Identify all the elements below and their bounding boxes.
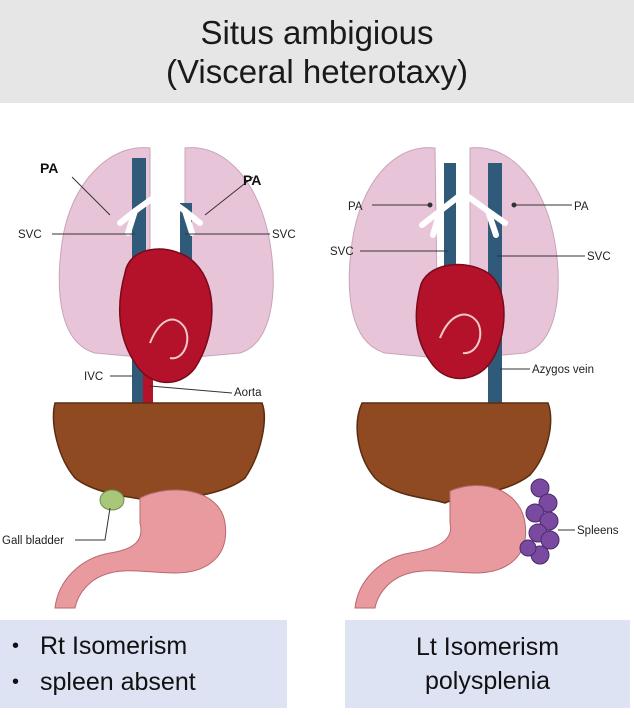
list-item-text: spleen absent xyxy=(40,667,196,696)
left-ivc-label: IVC xyxy=(84,371,103,383)
caption-line: polysplenia xyxy=(424,667,551,695)
bullet-icon: • xyxy=(12,634,20,657)
list-item-text: Rt Isomerism xyxy=(40,631,188,660)
title-line-1: Situs ambigious xyxy=(200,13,434,51)
left-aorta-label: Aorta xyxy=(234,387,262,399)
right-figure-stomach xyxy=(354,485,527,609)
list-item: • spleen absent xyxy=(12,664,287,700)
left-figure: PA PA SVC SVC IVC Aorta Gall bladder xyxy=(2,140,296,609)
right-figure-heart-septum xyxy=(439,313,482,355)
left-svc-left-label: SVC xyxy=(18,229,42,241)
left-pa-left-label: PA xyxy=(40,160,58,176)
left-figure-heart xyxy=(118,248,213,384)
left-gall-bladder-label: Gall bladder xyxy=(2,535,64,547)
right-pa-left-label: PA xyxy=(348,201,363,213)
right-svc-left-label: SVC xyxy=(330,246,354,258)
left-pa-right-label: PA xyxy=(243,172,261,188)
right-figure-spleens xyxy=(519,478,560,565)
lt-isomerism-caption: Lt Isomerism polysplenia xyxy=(345,620,630,708)
right-azygos-label: Azygos vein xyxy=(532,364,594,376)
rt-isomerism-caption: • Rt Isomerism • spleen absent xyxy=(0,620,287,708)
right-figure-heart xyxy=(415,263,505,380)
list-item: • Rt Isomerism xyxy=(12,628,287,664)
left-figure-liver xyxy=(52,402,265,504)
right-figure-airway xyxy=(419,140,508,238)
right-figure-right-lung xyxy=(348,147,439,359)
anatomy-diagram: PA PA SVC SVC IVC Aorta Gall bladder xyxy=(2,140,619,609)
caption-line: Lt Isomerism xyxy=(415,633,560,661)
rt-isomerism-list: • Rt Isomerism • spleen absent xyxy=(0,620,287,700)
right-pa-right-label: PA xyxy=(574,201,589,213)
left-figure-stomach xyxy=(54,489,227,609)
left-svc-right-label: SVC xyxy=(272,229,296,241)
right-figure: PA PA SVC SVC Azygos vein Spleens xyxy=(330,140,619,609)
title-line-2: (Visceral heterotaxy) xyxy=(165,52,468,90)
title-bar: Situs ambigious (Visceral heterotaxy) xyxy=(0,0,634,103)
left-figure-leader-lines xyxy=(52,176,270,541)
right-figure-liver xyxy=(356,402,552,504)
right-spleens-label: Spleens xyxy=(577,525,619,537)
right-figure-leader-lines xyxy=(360,202,585,531)
left-figure-heart-septum xyxy=(149,318,189,360)
bullet-icon: • xyxy=(12,670,20,693)
left-figure-gall-bladder xyxy=(99,489,125,511)
left-figure-airway xyxy=(117,140,203,236)
right-svc-right-label: SVC xyxy=(587,251,611,263)
